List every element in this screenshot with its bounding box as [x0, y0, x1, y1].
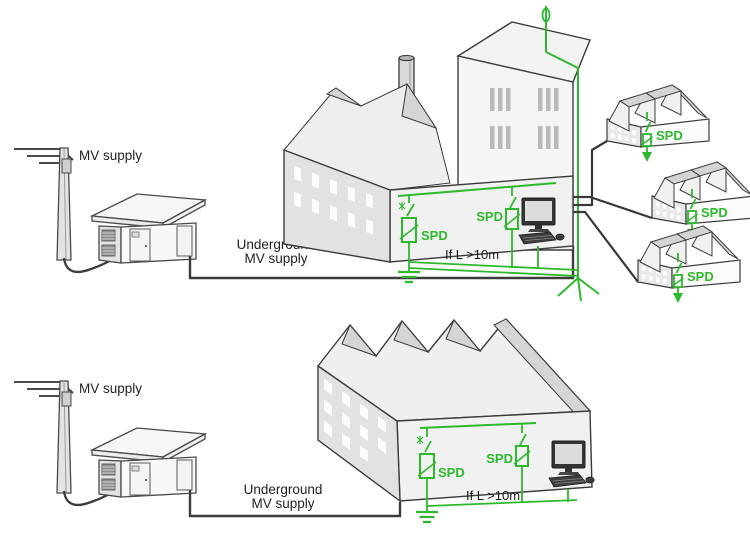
- spd-symbol-main: [416, 428, 437, 512]
- factory-side-windows: [324, 378, 386, 463]
- outbuilding-1: SPD: [606, 84, 710, 163]
- distance-note: If L >10m: [445, 247, 499, 262]
- transformer-substation-icon: [91, 427, 206, 498]
- mv-supply-label: MV supply: [79, 381, 142, 396]
- underground-cable: [188, 490, 402, 518]
- spd-label: SPD: [656, 128, 683, 143]
- earth-bus: [426, 499, 578, 507]
- factory-side-wall: [317, 364, 401, 503]
- earth-bus: [408, 261, 579, 277]
- cable-to-house1: [573, 140, 608, 207]
- underground-label-line1: Underground: [244, 482, 323, 497]
- spd-symbol-secondary: [503, 187, 521, 268]
- top-scenario: MV supply Underground MV supply: [12, 6, 750, 304]
- spd-label: SPD: [687, 269, 714, 284]
- mv-supply-label: MV supply: [79, 148, 142, 163]
- earth-electrode-icon: [557, 277, 600, 302]
- factory-sawtooth-roof: [283, 82, 451, 191]
- ground-symbol-icon: [414, 510, 440, 524]
- cable-to-house3: [573, 210, 639, 283]
- busbar: [397, 182, 557, 197]
- bottom-scenario: MV supply Underground MV supply: [12, 318, 595, 524]
- underground-label-line2: MV supply: [251, 496, 314, 511]
- spd-label: SPD: [701, 205, 728, 220]
- down-conductor: [545, 51, 579, 278]
- spd-symbol-main: [398, 195, 419, 272]
- factory-side-windows: [294, 165, 373, 235]
- busbar: [419, 422, 537, 429]
- transformer-substation-icon: [91, 193, 206, 264]
- spd-label-main: SPD: [421, 228, 448, 243]
- outbuilding-cables: [573, 140, 653, 283]
- lightning-rod-icon: [541, 6, 579, 278]
- lv-circuit: SPD SPD If L >10m: [396, 182, 579, 284]
- outbuilding-3: SPD: [637, 225, 741, 304]
- spd-symbol-secondary: [513, 424, 531, 503]
- lv-circuit: SPD SPD If L >10m: [414, 422, 595, 524]
- spd-label-secondary: SPD: [486, 451, 513, 466]
- underground-label-line2: MV supply: [244, 251, 307, 266]
- spd-label-main: SPD: [438, 465, 465, 480]
- factory-sawtooth-roof: [317, 318, 591, 422]
- distance-note: If L >10m: [466, 488, 520, 503]
- outbuilding-2: SPD: [651, 161, 750, 240]
- underground-cable: [188, 246, 575, 280]
- office-windows: [490, 88, 559, 149]
- factory-side-wall: [283, 148, 391, 263]
- spd-label-secondary: SPD: [476, 209, 503, 224]
- cable-to-house2: [573, 195, 653, 220]
